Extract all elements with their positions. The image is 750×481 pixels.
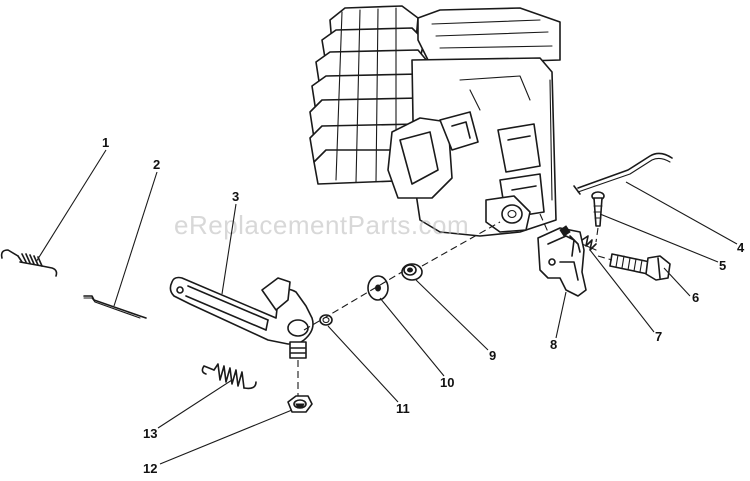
nut-part-12 — [287, 395, 313, 413]
callout-12: 12 — [143, 461, 157, 476]
leader-lines — [35, 149, 738, 465]
callout-1: 1 — [102, 135, 109, 150]
disc-part-10 — [367, 275, 389, 301]
link-rod-part-4 — [573, 152, 673, 195]
clip-part-7 — [581, 235, 597, 251]
rod-part-2 — [83, 295, 147, 319]
callout-13: 13 — [143, 426, 157, 441]
callout-10: 10 — [440, 375, 454, 390]
callouts: 1 2 3 4 5 6 7 8 9 10 11 13 12 — [102, 135, 745, 476]
callout-9: 9 — [489, 348, 496, 363]
assembly-axis — [297, 213, 613, 396]
callout-11: 11 — [396, 401, 410, 416]
spring-part-1 — [0, 249, 58, 277]
bolt-part-6 — [609, 253, 671, 281]
spring-part-13 — [201, 363, 257, 390]
bracket-part-8 — [537, 225, 587, 297]
callout-8: 8 — [550, 337, 557, 352]
pin-part-5 — [591, 191, 605, 227]
bushing-part-9 — [401, 263, 423, 281]
callout-4: 4 — [737, 240, 745, 255]
engine-block — [309, 5, 561, 237]
callout-2: 2 — [153, 157, 160, 172]
callout-6: 6 — [692, 290, 699, 305]
callout-5: 5 — [719, 258, 726, 273]
callout-7: 7 — [655, 329, 662, 344]
lever-part-3 — [169, 276, 314, 359]
watermark: eReplacementParts.com — [174, 210, 469, 240]
callout-3: 3 — [232, 189, 239, 204]
